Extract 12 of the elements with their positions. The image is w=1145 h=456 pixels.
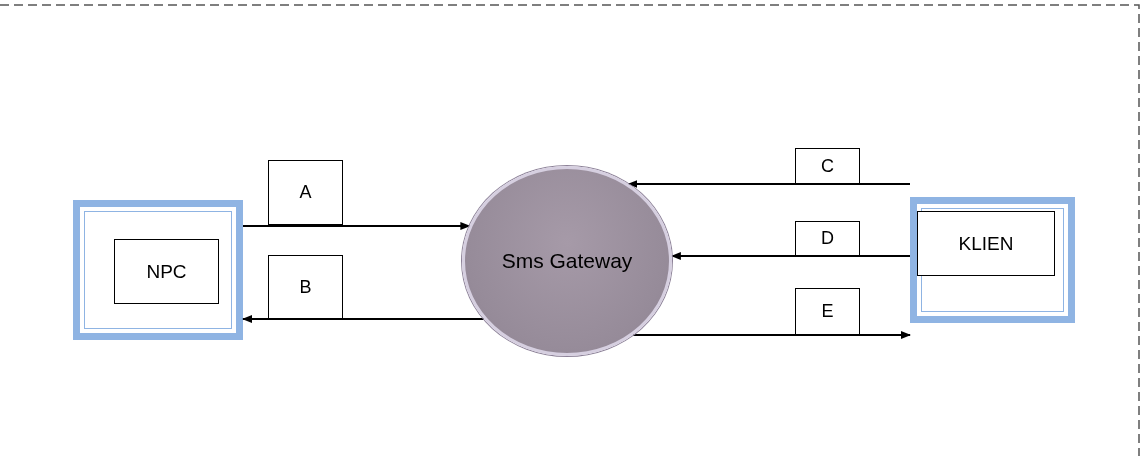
arrow bbox=[242, 222, 471, 230]
label-box: E bbox=[795, 288, 860, 335]
process-box: KLIEN bbox=[917, 211, 1055, 276]
frame-box bbox=[910, 197, 1075, 323]
gateway-ellipse: Sms Gateway bbox=[462, 166, 672, 356]
label-box: B bbox=[268, 255, 343, 319]
arrow bbox=[670, 252, 911, 260]
label-box: A bbox=[268, 160, 343, 225]
label-box: C bbox=[795, 148, 860, 184]
frame-box bbox=[73, 200, 243, 340]
process-box: NPC bbox=[114, 239, 219, 304]
label-box: D bbox=[795, 221, 860, 256]
